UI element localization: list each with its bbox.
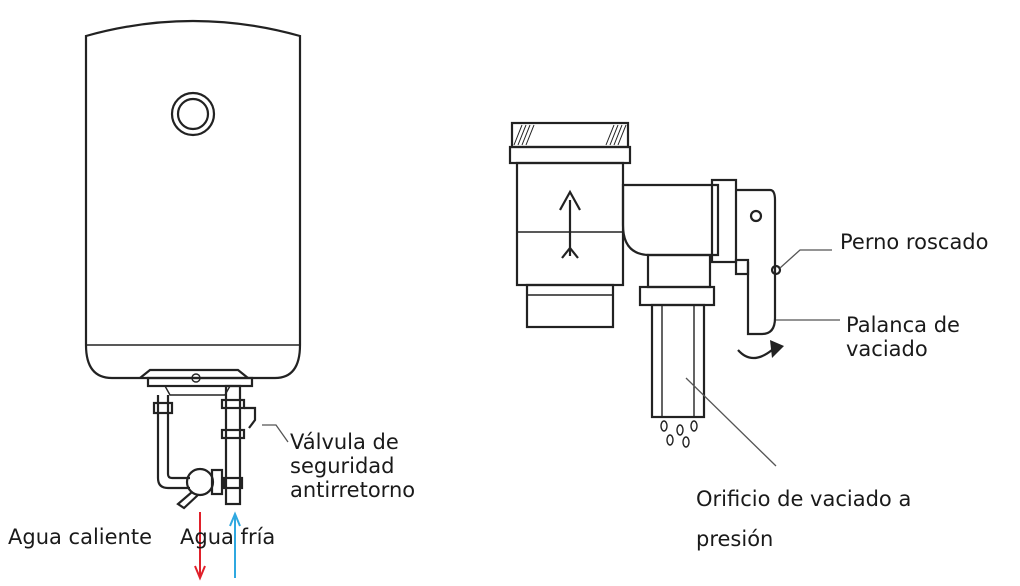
threaded-bolt-label: Perno roscado: [840, 230, 989, 254]
hot-water-label: Agua caliente: [8, 525, 153, 549]
pressure-drain-label-line-1: Orificio de vaciado a: [696, 487, 912, 511]
drain-lever-label-line-2: vaciado: [846, 337, 928, 361]
water-heater-icon: [84, 19, 302, 396]
cold-water-label: Agua fría: [180, 525, 276, 549]
valve-label-line-2: seguridad: [290, 454, 395, 478]
valve-leader-line: [262, 424, 289, 443]
bolt-leader-line: [779, 249, 832, 269]
valve-label-line-1: Válvula de: [290, 430, 399, 454]
valve-label: Válvula de seguridad antirretorno: [290, 430, 415, 502]
hot-water-pipe: [152, 395, 224, 510]
valve-detail-icon: [508, 121, 784, 448]
drain-leader-line: [685, 377, 777, 467]
drain-lever-label-line-1: Palanca de: [846, 313, 960, 337]
pressure-drain-label: Orificio de vaciado a presión: [696, 479, 911, 559]
valve-label-line-3: antirretorno: [290, 478, 416, 502]
pressure-drain-label-line-2: presión: [696, 527, 774, 551]
safety-valve-icon: [220, 384, 257, 506]
flow-arrow-icon: [194, 511, 241, 581]
drain-lever-label: Palanca de vaciado: [846, 313, 960, 361]
